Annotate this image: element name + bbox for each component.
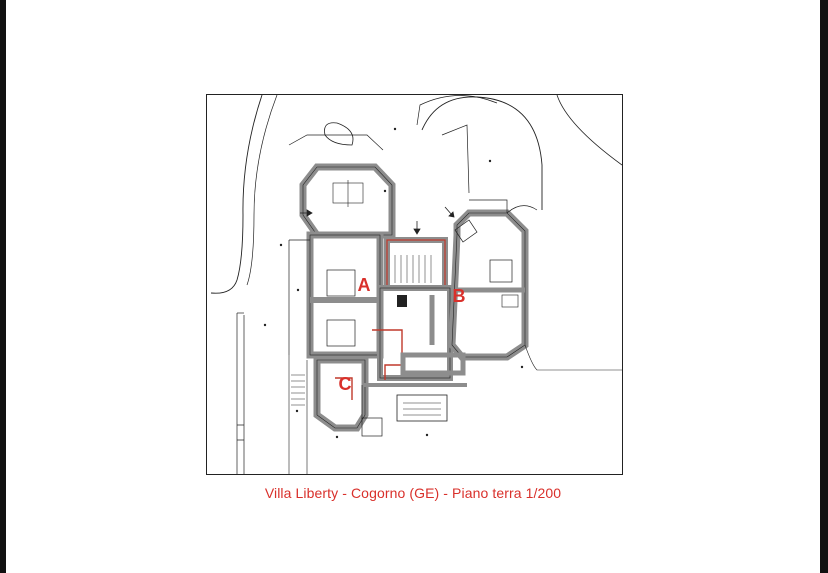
document-page: A B C Villa Liberty - Cogorno (GE) - Pia… — [6, 0, 820, 573]
plan-marker-b: B — [452, 286, 466, 306]
plan-caption: Villa Liberty - Cogorno (GE) - Piano ter… — [264, 485, 562, 501]
plan-marker-a: A — [357, 275, 371, 295]
plan-marker-c: C — [338, 374, 352, 394]
floor-plan-frame: A B C — [206, 94, 623, 475]
viewer-edge-left — [0, 0, 6, 573]
floor-plan-drawing — [210, 95, 622, 474]
viewer-edge-right — [820, 0, 828, 573]
